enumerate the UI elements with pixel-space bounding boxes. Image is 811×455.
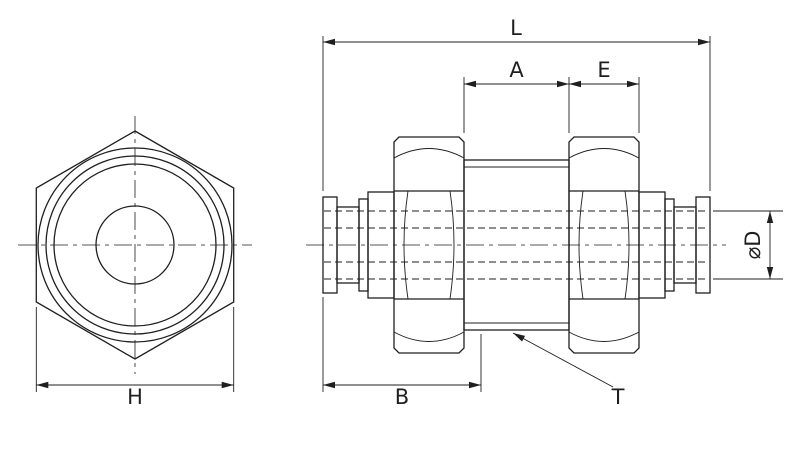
dimension-D: ⌀D <box>713 210 783 280</box>
dim-label-L: L <box>510 16 522 40</box>
nut-silhouette <box>568 136 640 354</box>
arrowhead <box>557 80 569 88</box>
dim-label-A: A <box>509 58 524 82</box>
chamfer-arc <box>403 190 409 300</box>
left-hex-nut <box>393 136 465 354</box>
chamfer-arc <box>449 190 455 300</box>
right-end-flange <box>695 196 711 294</box>
fitting-outer-circle <box>37 147 233 343</box>
arrowhead <box>464 80 476 88</box>
arrowhead <box>698 38 710 46</box>
arrowhead <box>569 80 581 88</box>
dimension-L: L <box>322 16 711 191</box>
arrowhead <box>766 211 774 223</box>
leader-T: T <box>512 332 625 409</box>
dimension-A: A <box>463 58 570 133</box>
dim-label-D: ⌀D <box>741 231 765 260</box>
leader-line <box>512 332 614 388</box>
arrowhead <box>36 381 49 389</box>
arrowhead <box>323 38 335 46</box>
collar-inner-circle <box>53 163 217 327</box>
front-view-centerlines <box>18 116 252 374</box>
dimension-E: E <box>569 58 640 133</box>
right-push-in-end <box>638 191 711 299</box>
front-view <box>18 116 252 374</box>
left-push-in-end <box>322 191 395 299</box>
chamfer-arc <box>568 331 640 342</box>
dim-label-B: B <box>395 385 409 409</box>
arrowhead <box>627 80 639 88</box>
arrowhead <box>323 381 335 389</box>
chamfer-arc <box>578 190 584 300</box>
release-collar-circle <box>45 155 225 335</box>
dimension-H: H <box>35 307 235 409</box>
arrowhead <box>766 267 774 279</box>
dim-label-E: E <box>597 58 610 82</box>
chamfer-arc <box>568 148 640 159</box>
nut-silhouette <box>393 136 465 354</box>
hex-nut-outline <box>35 130 235 360</box>
arrowhead <box>469 381 481 389</box>
chamfer-arc <box>393 331 465 342</box>
chamfer-arc <box>624 190 630 300</box>
dimension-B: B <box>322 297 482 409</box>
side-view <box>306 136 726 354</box>
chamfer-arc <box>393 148 465 159</box>
dim-label-H: H <box>127 385 143 409</box>
hidden-bore-lines <box>324 210 709 280</box>
arrowhead <box>513 333 526 342</box>
right-hex-nut <box>568 136 640 354</box>
tube-bore-circle <box>95 205 175 285</box>
dim-label-T: T <box>611 385 625 409</box>
arrowhead <box>221 381 234 389</box>
